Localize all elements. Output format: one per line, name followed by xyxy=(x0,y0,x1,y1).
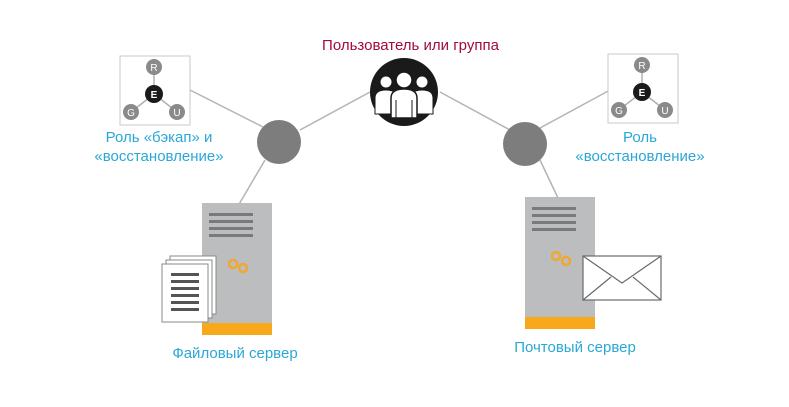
file-server xyxy=(161,203,272,335)
role-e-letter: E xyxy=(639,88,646,99)
server-stripe xyxy=(202,323,272,335)
left-role-label-line1: Роль «бэкап» и xyxy=(105,129,213,146)
mail-server xyxy=(525,197,662,329)
left-role-label-line2: «восстановление» xyxy=(94,148,224,165)
role-box-right: R E G U xyxy=(607,53,679,124)
role-e-badge xyxy=(145,85,163,103)
right-role-label-line1: Роль xyxy=(623,129,657,146)
connector-left-node-to-server xyxy=(237,159,266,207)
user-group-icon xyxy=(370,58,438,126)
role-u-badge xyxy=(657,102,673,118)
role-e-letter: E xyxy=(151,90,158,101)
connector-right-node-to-server xyxy=(539,159,559,199)
role-g-badge xyxy=(611,102,627,118)
connection-node-right xyxy=(503,122,547,166)
connector-left-role-to-node xyxy=(189,89,266,129)
gear-icon xyxy=(550,250,572,267)
role-u-letter: U xyxy=(173,108,180,119)
connection-node-left xyxy=(257,120,301,164)
role-r-badge xyxy=(634,57,650,73)
connector-lines xyxy=(189,89,611,207)
mail-server-label: Почтовый сервер xyxy=(514,339,636,356)
right-role-label: Роль «восстановление» xyxy=(545,128,735,166)
role-r-letter: R xyxy=(150,63,157,74)
role-u-letter: U xyxy=(661,106,668,117)
server-stripe xyxy=(525,317,595,329)
role-g-letter: G xyxy=(615,106,623,117)
connector-right-node-to-role xyxy=(539,89,611,129)
role-g-badge xyxy=(123,104,139,120)
document-icon xyxy=(161,255,217,323)
role-g-letter: G xyxy=(127,108,135,119)
left-role-label: Роль «бэкап» и «восстановление» xyxy=(64,128,254,166)
role-box-left: R E G U xyxy=(119,55,191,126)
file-server-label: Файловый сервер xyxy=(172,345,298,362)
role-r-letter: R xyxy=(638,61,645,72)
gear-icon xyxy=(227,258,249,274)
envelope-icon xyxy=(582,255,662,301)
role-u-badge xyxy=(169,104,185,120)
connector-left-node-to-users xyxy=(299,91,371,131)
user-group-label: Пользователь или группа xyxy=(322,37,499,54)
role-e-badge xyxy=(633,83,651,101)
right-role-label-line2: «восстановление» xyxy=(575,148,705,165)
role-r-badge xyxy=(146,59,162,75)
connector-users-to-right-node xyxy=(439,91,511,131)
